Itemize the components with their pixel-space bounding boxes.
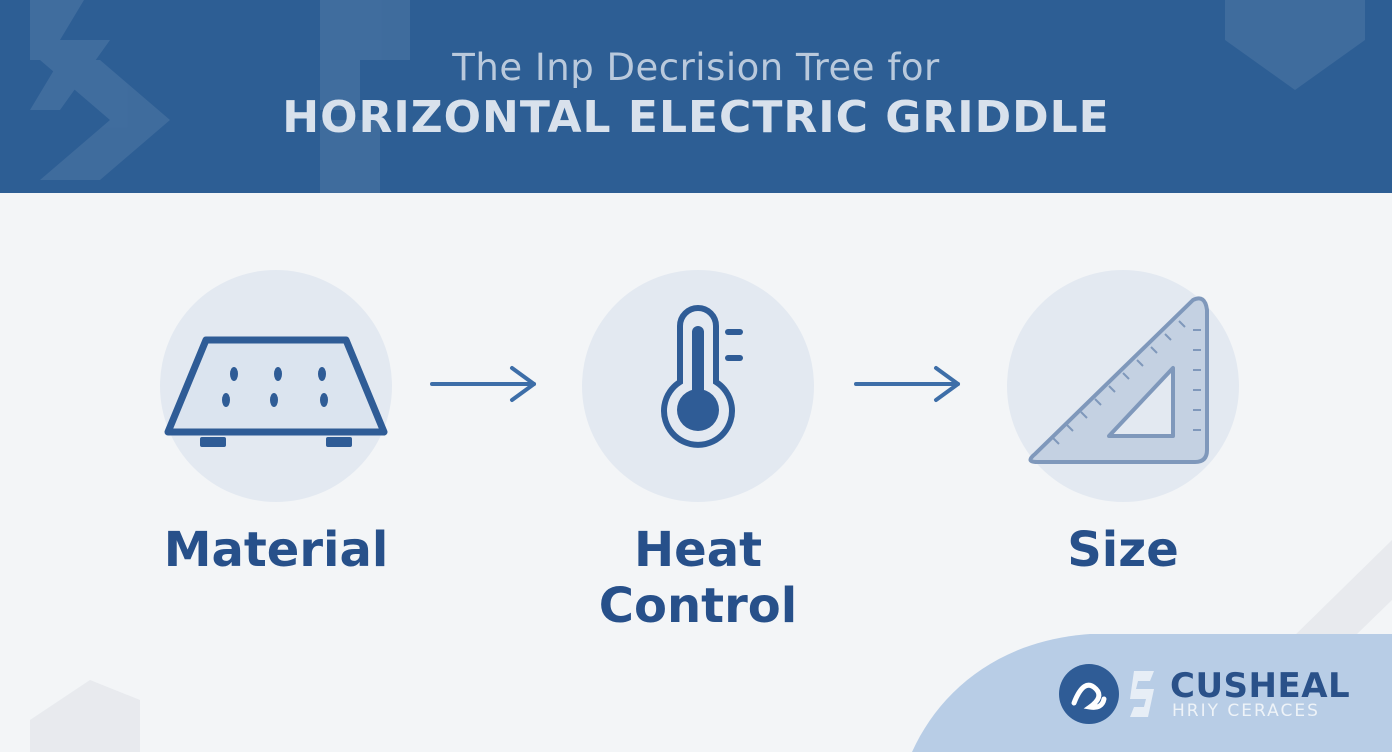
arrow-right-icon: [430, 366, 536, 402]
arrow-right-icon: [854, 366, 960, 402]
brand-logo-icon: [1059, 664, 1154, 724]
step-heat-control-label: Heat Control: [598, 522, 798, 634]
thermometer-icon: [661, 305, 743, 448]
step-size-circle: [1007, 270, 1239, 502]
triangle-ruler-icon: [1028, 296, 1209, 464]
step-material-label: Material: [163, 522, 389, 578]
brand-name: CUSHEAL: [1170, 666, 1351, 706]
header-banner: The Inp Decrision Tree for HORIZONTAL EL…: [0, 0, 1392, 193]
step-material-circle: [160, 270, 392, 502]
step-size-label: Size: [1067, 522, 1179, 578]
griddle-icon: [164, 336, 388, 447]
brand-tagline: HRIY CERACES: [1172, 701, 1320, 721]
step-heat-control-circle: [582, 270, 814, 502]
header-title: HORIZONTAL ELECTRIC GRIDDLE: [282, 92, 1110, 143]
header-subtitle: The Inp Decrision Tree for: [452, 46, 940, 89]
header-decoration: [30, 0, 1365, 193]
